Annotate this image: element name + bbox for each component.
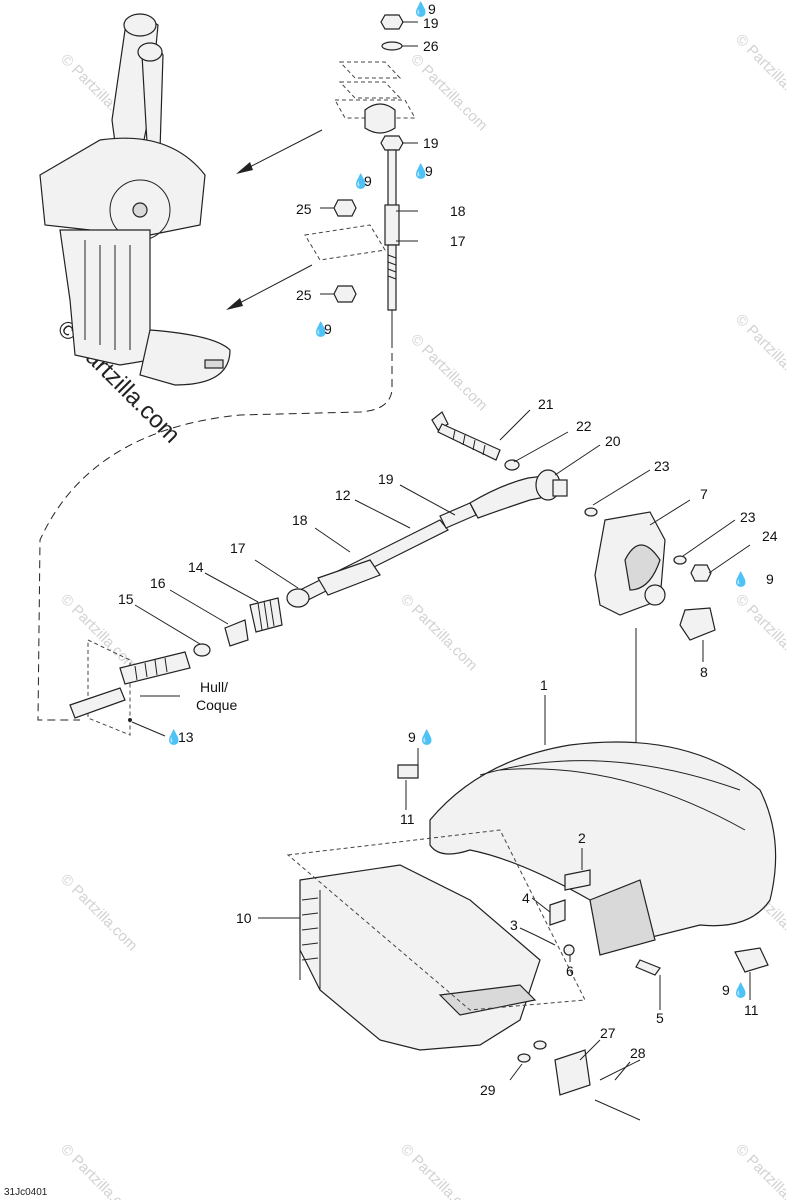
callout-9: 9 xyxy=(364,173,372,189)
callout-11: 11 xyxy=(400,811,415,827)
leader-lines xyxy=(131,21,751,1081)
hull-label: Hull/ xyxy=(200,679,228,695)
watermark-text: © Partzilla.com xyxy=(57,871,140,954)
callout-2: 2 xyxy=(578,830,586,846)
watermark-text: © Partzilla.com xyxy=(407,51,490,134)
callout-7: 7 xyxy=(700,486,708,502)
droplet-icon: 💧 xyxy=(732,982,749,999)
throttle-lever-assembly xyxy=(39,13,231,386)
small-parts-lower xyxy=(397,764,769,1121)
callout-10: 10 xyxy=(236,910,252,926)
watermark-text: © Partzilla.com xyxy=(732,311,786,394)
droplet-icon: 💧 xyxy=(165,729,182,746)
callout-16: 16 xyxy=(150,575,166,591)
callout-28: 28 xyxy=(630,1045,646,1061)
callout-9: 9 xyxy=(428,1,436,17)
routing-dashed-line xyxy=(37,340,393,721)
droplet-icon: 💧 xyxy=(732,571,749,588)
callout-9: 9 xyxy=(408,729,416,745)
watermark-text: © Partzilla.com xyxy=(397,1141,480,1200)
callout-18: 18 xyxy=(450,203,466,219)
callout-6: 6 xyxy=(566,963,574,979)
droplet-icon: 💧 xyxy=(412,1,429,18)
callout-17: 17 xyxy=(450,233,466,249)
callout-24: 24 xyxy=(762,528,778,544)
callout-15: 15 xyxy=(118,591,134,607)
coque-label: Coque xyxy=(196,697,237,713)
callout-9: 9 xyxy=(766,571,774,587)
droplet-icon: 💧 xyxy=(352,173,369,190)
callout-18: 18 xyxy=(292,512,308,528)
callout-25: 25 xyxy=(296,287,312,303)
callout-3: 3 xyxy=(510,917,518,933)
callout-29: 29 xyxy=(480,1082,496,1098)
callout-27: 27 xyxy=(600,1025,616,1041)
callout-9: 9 xyxy=(324,321,332,337)
callout-22: 22 xyxy=(576,418,592,434)
callout-25: 25 xyxy=(296,201,312,217)
callout-4: 4 xyxy=(522,890,530,906)
callout-21: 21 xyxy=(538,396,554,412)
watermark-text: © Partzilla.com xyxy=(732,591,786,674)
callout-17: 17 xyxy=(230,540,246,556)
callout-9: 9 xyxy=(425,163,433,179)
assembly-arrows xyxy=(226,129,323,310)
callout-11: 11 xyxy=(744,1002,759,1018)
callout-5: 5 xyxy=(656,1010,664,1026)
callout-19: 19 xyxy=(423,15,439,31)
housing-10 xyxy=(286,829,586,1051)
callout-13: 13 xyxy=(178,729,194,745)
watermark-text: © Partzilla.com xyxy=(732,1141,786,1200)
callout-12: 12 xyxy=(335,487,351,503)
figure-code: 31Jc0401 xyxy=(4,1187,48,1198)
cable-end-top-stack xyxy=(304,14,416,340)
droplet-icon: 💧 xyxy=(418,729,435,746)
callout-9: 9 xyxy=(722,982,730,998)
callouts: 💧 9 19 26 19 💧 9 💧 9 25 18 17 25 💧 9 21 … xyxy=(118,1,778,1098)
droplet-icon: 💧 xyxy=(412,163,429,180)
droplet-icon: 💧 xyxy=(312,321,329,338)
watermark-text: © Partzilla.com xyxy=(397,591,480,674)
watermark-text: © Partzilla.com xyxy=(732,31,786,114)
watermark-text: © Partzilla.com xyxy=(407,331,490,414)
callout-19: 19 xyxy=(378,471,394,487)
watermark-text: © Partzilla.com xyxy=(57,1141,140,1200)
callout-8: 8 xyxy=(700,664,708,680)
callout-1: 1 xyxy=(540,677,548,693)
callout-23: 23 xyxy=(740,509,756,525)
callout-19: 19 xyxy=(423,135,439,151)
callout-26: 26 xyxy=(423,38,439,54)
steering-nozzle-fender-1 xyxy=(429,741,777,956)
cable-fittings xyxy=(69,559,381,736)
callout-23: 23 xyxy=(654,458,670,474)
callout-20: 20 xyxy=(605,433,621,449)
callout-14: 14 xyxy=(188,559,204,575)
